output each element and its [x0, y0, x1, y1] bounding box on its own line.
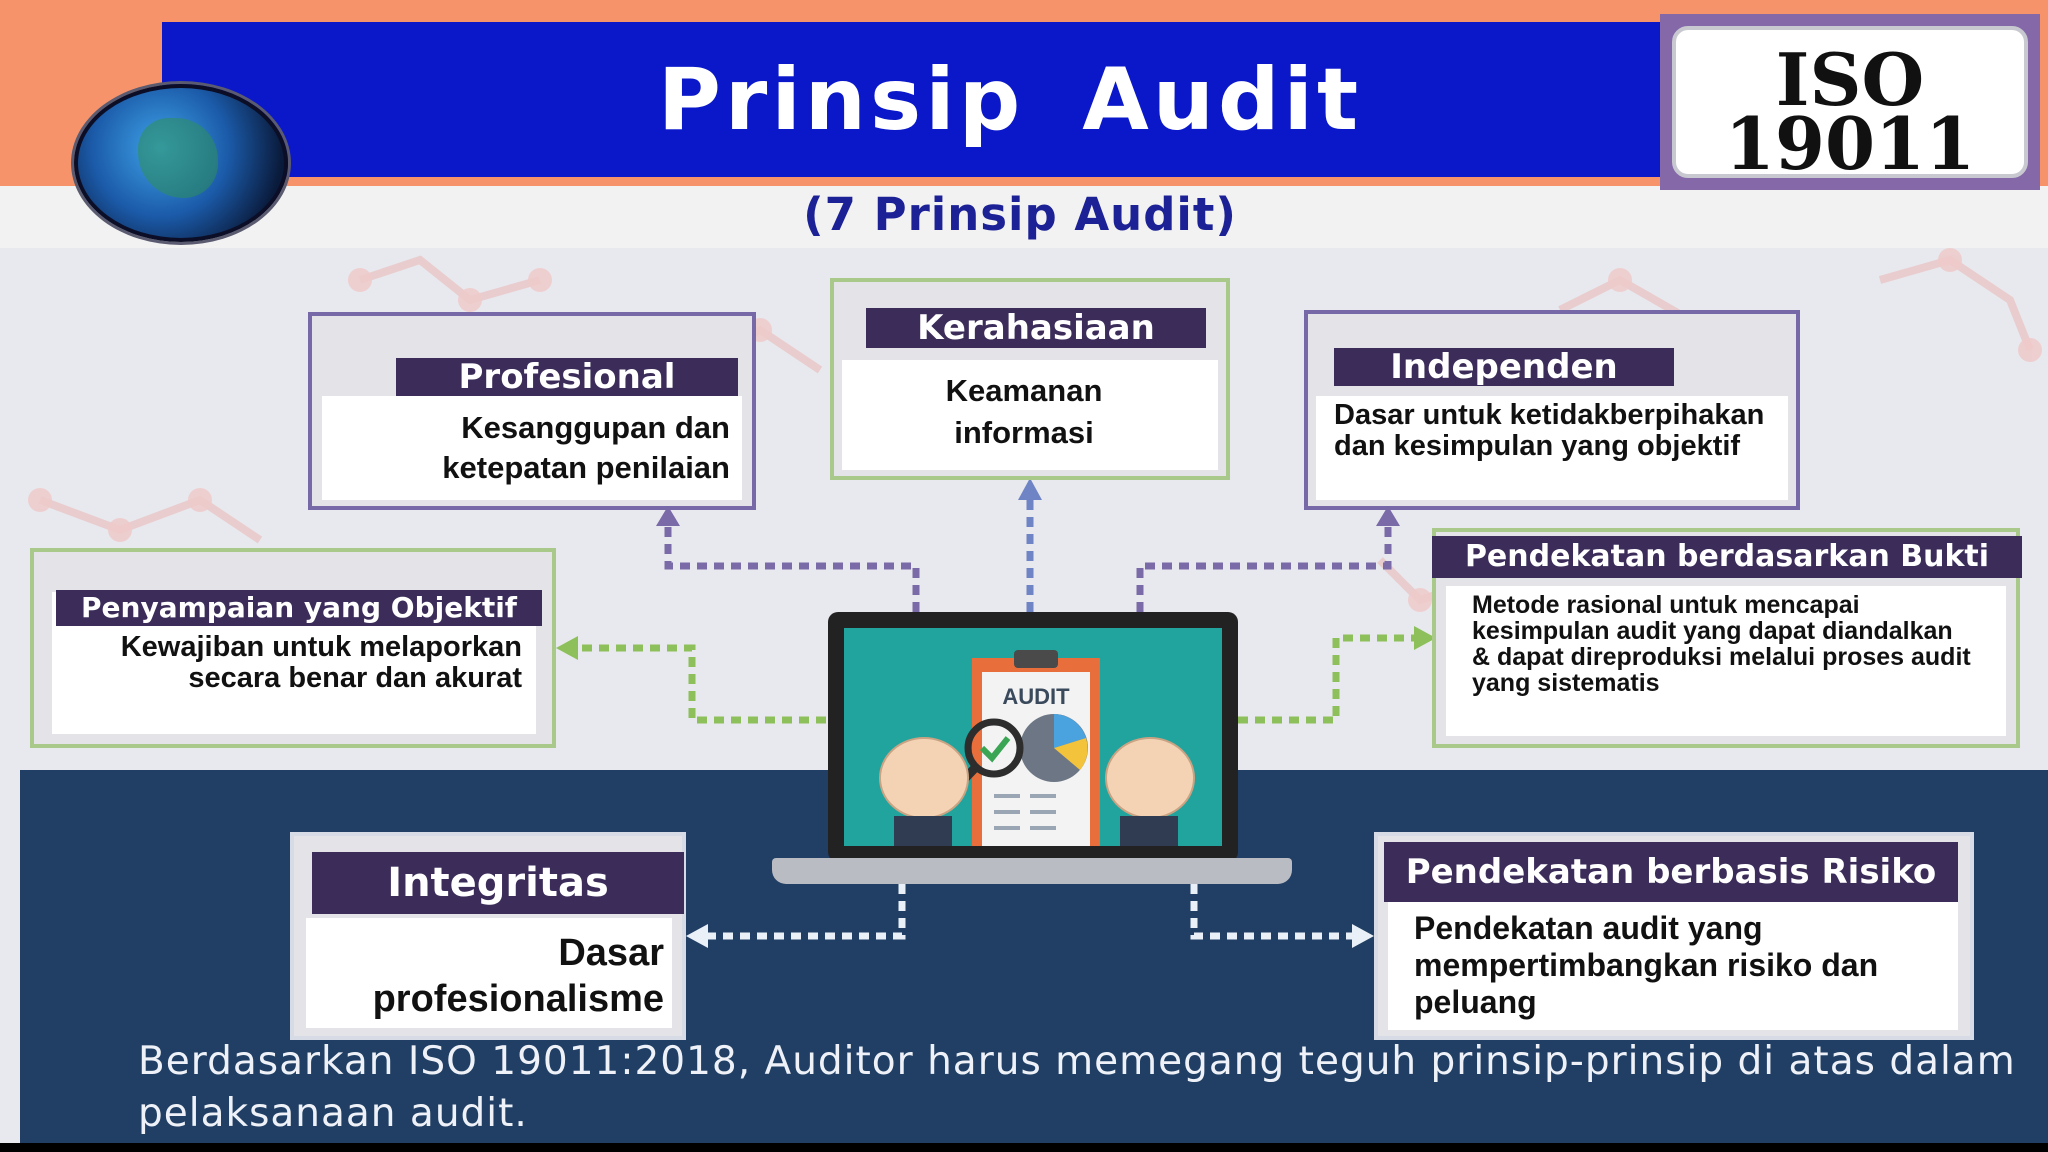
- principle-desc-profesional: Kesanggupan dan ketepatan penilaian: [442, 410, 730, 485]
- arrowhead-bukti: [1414, 626, 1436, 650]
- arrow-to-integritas: [704, 884, 906, 940]
- principle-box-bukti: Pendekatan berdasarkan Bukti Metode rasi…: [1432, 528, 2022, 748]
- box-body-bg: [322, 396, 742, 500]
- arrowhead-risiko: [1352, 924, 1374, 948]
- principle-title-profesional: Profesional: [396, 358, 738, 396]
- arrowhead-independen: [1376, 506, 1400, 526]
- principle-desc-penyampaian: Kewajiban untuk melaporkan secara benar …: [120, 631, 522, 694]
- principle-desc-kerahasiaan: Keamanan informasi: [945, 373, 1103, 450]
- iso-badge: ISO 19011: [1660, 14, 2040, 190]
- laptop-screen: AUDIT: [844, 628, 1222, 846]
- page-subtitle: (7 Prinsip Audit): [803, 188, 1237, 241]
- principle-desc-risiko: Pendekatan audit yang mempertimbangkan r…: [1414, 910, 1879, 1020]
- title-banner: [162, 22, 1662, 177]
- box-body-bg: [1446, 586, 2006, 736]
- principle-box-profesional: Profesional Kesanggupan dan ketepatan pe…: [308, 312, 756, 510]
- principle-title-integritas: Integritas: [312, 852, 684, 914]
- principle-box-risiko: Pendekatan berbasis Risiko Pendekatan au…: [1374, 832, 1974, 1040]
- principle-title-bukti: Pendekatan berdasarkan Bukti: [1432, 536, 2022, 578]
- iso-badge-text: ISO 19011: [1672, 26, 2028, 186]
- box-body-bg: [1316, 396, 1788, 500]
- principle-desc-bukti: Metode rasional untuk mencapai kesimpula…: [1472, 591, 1971, 697]
- pie-chart-icon: [1020, 714, 1088, 782]
- box-body-bg: [842, 360, 1218, 470]
- arrow-to-profesional: [664, 524, 920, 612]
- principle-desc-integritas: Dasar profesionalisme: [372, 932, 664, 1020]
- principle-box-penyampaian: Penyampaian yang Objektif Kewajiban untu…: [30, 548, 556, 748]
- box-body-bg: [1388, 902, 1958, 1030]
- principle-title-penyampaian: Penyampaian yang Objektif: [56, 590, 542, 626]
- footer-note: Berdasarkan ISO 19011:2018, Auditor haru…: [138, 1039, 2016, 1136]
- principle-box-kerahasiaan: Kerahasiaan Keamanan informasi: [830, 278, 1230, 480]
- arrow-to-penyampaian: [574, 644, 826, 724]
- box-body-bg: [306, 918, 672, 1028]
- arrow-to-independen: [1136, 524, 1392, 612]
- arrow-to-risiko: [1190, 884, 1356, 940]
- page-title: Prinsip Audit: [657, 50, 1363, 150]
- arrowhead-profesional: [656, 506, 680, 526]
- arrowhead-kerahasiaan: [1018, 478, 1042, 500]
- subtitle-band: [0, 186, 2048, 248]
- clipboard-label: AUDIT: [1002, 684, 1070, 709]
- arrow-to-bukti: [1238, 634, 1418, 724]
- principle-title-independen: Independen: [1334, 348, 1674, 386]
- molecule-background: [28, 248, 2042, 612]
- globe-land: [138, 118, 218, 198]
- principle-desc-independen: Dasar untuk ketidakberpihakan dan kesimp…: [1334, 399, 1765, 462]
- iso-badge-line2: 19011: [1724, 101, 1976, 186]
- principle-title-risiko: Pendekatan berbasis Risiko: [1384, 842, 1958, 902]
- hand-icon: [879, 737, 1195, 819]
- principle-title-kerahasiaan: Kerahasiaan: [866, 308, 1206, 348]
- laptop-icon: AUDIT: [828, 612, 1238, 862]
- principle-box-integritas: Integritas Dasar profesionalisme: [290, 832, 686, 1040]
- audit-illustration: AUDIT: [879, 650, 1195, 846]
- laptop-base: [772, 858, 1292, 884]
- iso-badge-line1: ISO: [1775, 37, 1925, 122]
- arrowhead-integritas: [686, 924, 708, 948]
- principle-box-independen: Independen Dasar untuk ketidakberpihakan…: [1304, 310, 1800, 510]
- arrowhead-penyampaian: [556, 636, 578, 660]
- globe-icon: [74, 84, 288, 242]
